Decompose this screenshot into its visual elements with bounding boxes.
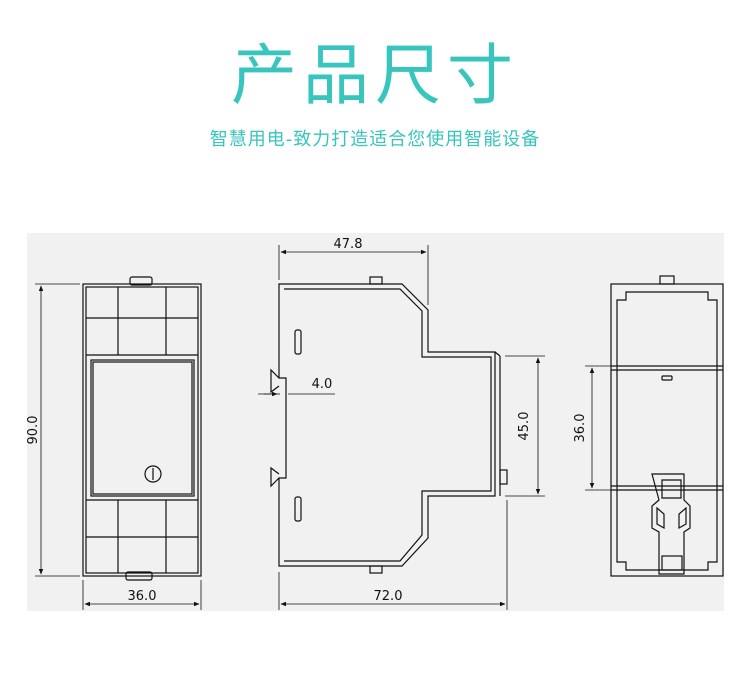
back-body-outline	[610, 283, 724, 577]
back-rail-mark	[661, 375, 673, 381]
side-body-outline	[278, 283, 496, 567]
side-slot-upper	[294, 329, 302, 355]
side-rail-latch-top	[270, 368, 280, 394]
dim-front-width: 36.0	[128, 589, 157, 604]
back-inner-recess	[616, 291, 718, 571]
back-latch-tab	[661, 555, 683, 571]
side-view	[258, 245, 545, 610]
side-slot-lower	[294, 496, 302, 522]
page-title: 产品尺寸	[231, 37, 519, 114]
side-rail-latch-bottom	[270, 466, 280, 488]
front-body-inner	[85, 286, 199, 574]
back-view	[585, 275, 724, 577]
dim-back-rail-height: 36.0	[573, 414, 588, 443]
front-window	[90, 359, 195, 497]
back-top-clip	[659, 275, 675, 285]
front-view	[35, 276, 202, 610]
side-front-button	[499, 469, 508, 485]
front-top-clip	[129, 276, 153, 286]
front-bottom-clip	[125, 571, 153, 581]
side-top-clip	[369, 276, 383, 285]
front-button	[144, 465, 162, 483]
dim-front-height: 90.0	[26, 416, 41, 445]
side-bottom-clip	[369, 565, 383, 574]
dim-side-total-depth: 72.0	[374, 589, 403, 604]
back-din-latch	[651, 473, 691, 575]
dim-side-depth-top: 47.8	[334, 237, 363, 252]
drawing-panel	[27, 233, 724, 611]
dim-side-rail-offset: 4.0	[312, 377, 333, 392]
dim-side-front-height: 45.0	[517, 412, 532, 441]
page-subtitle: 智慧用电-致力打造适合您使用智能设备	[209, 129, 541, 150]
front-body-outline	[82, 283, 202, 577]
